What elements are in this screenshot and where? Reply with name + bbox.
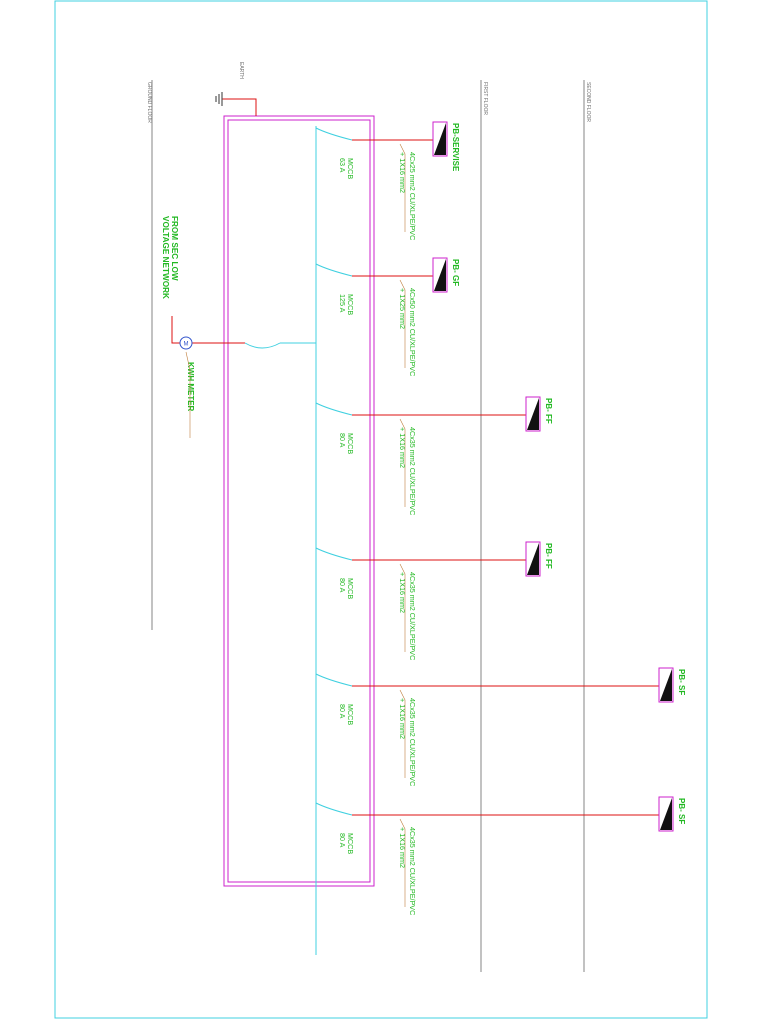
mccb-symbol (315, 547, 353, 561)
mccb-rating: 63 A (338, 158, 347, 173)
cable-spec: 4Cx50 mm2 CU/XLPE/PVC (408, 288, 417, 376)
main-switch (244, 342, 281, 349)
source-label-line2: VOLTAGE NETWORK (161, 216, 170, 299)
panel-board-fill (660, 669, 672, 701)
source-label-line1: FROM SEC LOW (170, 216, 179, 281)
mccb-rating: 80 A (338, 833, 347, 848)
panel-name: PB- FF (544, 543, 553, 569)
cable-earth: + 1X16 mm2 (398, 827, 407, 868)
mccb-symbol (315, 263, 353, 277)
main-board-outer (223, 115, 375, 887)
panel-name: PB- SF (677, 798, 686, 824)
meter-symbol: M (184, 342, 189, 348)
drawing-frame (54, 0, 708, 1019)
kwh-meter: M (179, 336, 193, 350)
main-board-inner (227, 119, 371, 883)
mccb-label: MCCB (346, 578, 355, 599)
mccb-symbol (315, 673, 353, 687)
mccb-symbol (315, 127, 353, 141)
cable-spec: 4Cx25 mm2 CU/XLPE/PVC (408, 152, 417, 240)
meter-leader (185, 351, 191, 438)
cable-spec: 4Cx35 mm2 CU/XLPE/PVC (408, 427, 417, 515)
panel-name: PB- FF (544, 398, 553, 424)
mccb-label: MCCB (346, 433, 355, 454)
mccb-symbol (315, 402, 353, 416)
earth-label: EARTH (238, 62, 244, 79)
mccb-rating: 80 A (338, 704, 347, 719)
cable-spec: 4Cx35 mm2 CU/XLPE/PVC (408, 698, 417, 786)
cable-earth: + 1X16 mm2 (398, 698, 407, 739)
panel-name: PB-SERVISE (451, 123, 460, 172)
incoming-supply (171, 316, 316, 349)
panel-board-fill (527, 398, 539, 430)
cable-leader (399, 689, 406, 778)
floor-label-second: SECOND FLOOR (585, 82, 591, 122)
mccb-label: MCCB (346, 704, 355, 725)
mccb-symbol (315, 802, 353, 816)
mccb-rating: 80 A (338, 433, 347, 448)
cable-spec: 4Cx35 mm2 CU/XLPE/PVC (408, 827, 417, 915)
cable-earth: + 1X25 mm2 (398, 288, 407, 329)
cable-earth: + 1X16 mm2 (398, 427, 407, 468)
panel-board-fill (527, 543, 539, 575)
cable-leader (399, 143, 406, 232)
mccb-rating: 125 A (338, 294, 347, 313)
mccb-label: MCCB (346, 158, 355, 179)
panel-board-fill (660, 798, 672, 830)
panel-name: PB- SF (677, 669, 686, 695)
cable-spec: 4Cx35 mm2 CU/XLPE/PVC (408, 572, 417, 660)
cable-leader (399, 818, 406, 907)
panel-board-fill (434, 123, 446, 155)
panel-board-fill (434, 259, 446, 291)
cable-leader (399, 418, 406, 507)
panel-name: PB- GF (451, 259, 460, 286)
floor-label-first: FIRST FLOOR (482, 82, 488, 115)
earth-connection: EARTH (215, 62, 257, 116)
meter-label: KWH METER (186, 362, 195, 412)
cable-earth: + 1X16 mm2 (398, 572, 407, 613)
mccb-label: MCCB (346, 294, 355, 315)
cable-earth: + 1X16 mm2 (398, 152, 407, 193)
cable-leader (399, 563, 406, 652)
mccb-label: MCCB (346, 833, 355, 854)
floor-label-ground: GROUND FLOOR (146, 82, 152, 123)
cable-leader (399, 279, 406, 368)
mccb-rating: 80 A (338, 578, 347, 593)
